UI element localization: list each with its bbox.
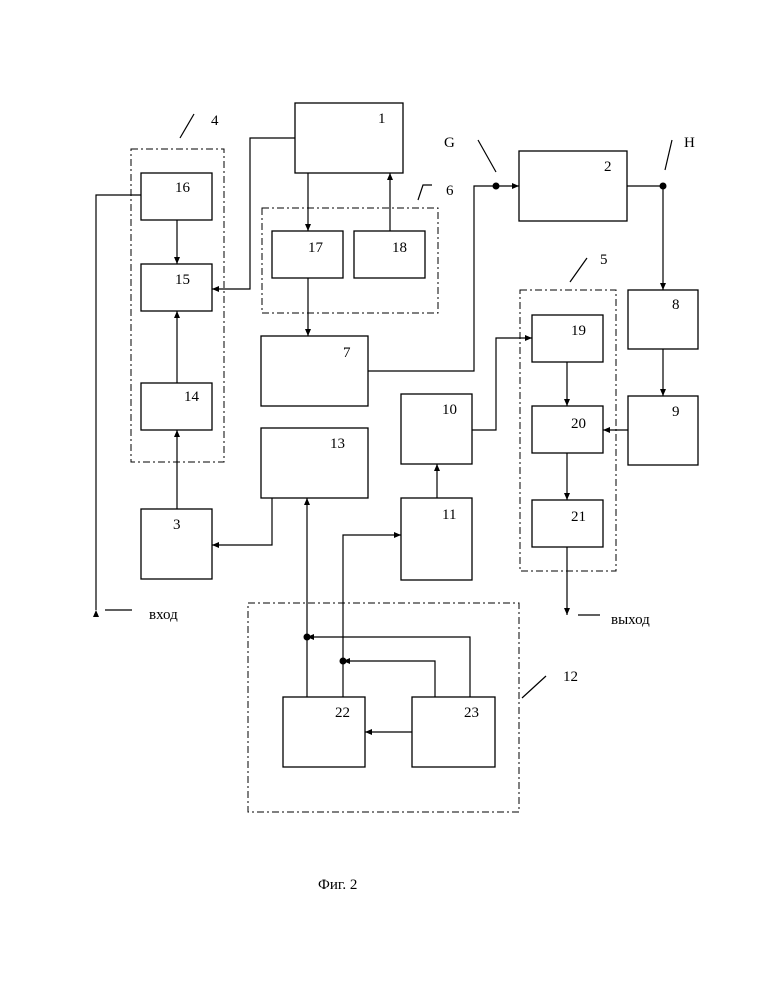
block-14-label: 14 (184, 389, 200, 405)
block-22-label: 22 (335, 705, 350, 721)
block-8 (628, 290, 698, 349)
node-g-leader (478, 140, 496, 172)
conn-2-8 (627, 186, 663, 290)
node-g-dot (493, 183, 500, 190)
block-19-label: 19 (571, 323, 586, 339)
block-1 (295, 103, 403, 173)
conn-22-11 (343, 535, 401, 697)
block-9-label: 9 (672, 404, 680, 420)
node-h-dot (660, 183, 667, 190)
conn-23-node-a (307, 637, 470, 697)
block-3-label: 3 (173, 517, 181, 533)
group-12-label: 12 (563, 669, 578, 685)
block-11 (401, 498, 472, 580)
block-18-label: 18 (392, 240, 407, 256)
group-5-leader (570, 258, 587, 282)
block-17-label: 17 (308, 240, 324, 256)
node-b-dot (340, 658, 347, 665)
block-1-label: 1 (378, 111, 386, 127)
conn-23-node-b (343, 661, 435, 697)
conn-13-3 (212, 498, 272, 545)
node-a-dot (304, 634, 311, 641)
block-20 (532, 406, 603, 453)
block-19 (532, 315, 603, 362)
block-8-label: 8 (672, 297, 680, 313)
group-6-leader (418, 185, 432, 200)
block-14 (141, 383, 212, 430)
block-23-label: 23 (464, 705, 479, 721)
input-line (96, 195, 141, 610)
block-10 (401, 394, 472, 464)
block-2-label: 2 (604, 159, 612, 175)
block-15-label: 15 (175, 272, 190, 288)
group-6-label: 6 (446, 183, 454, 199)
node-h-leader (665, 140, 672, 170)
group-5-label: 5 (600, 252, 608, 268)
block-18 (354, 231, 425, 278)
group-12-leader (522, 676, 546, 698)
conn-10-19 (472, 338, 532, 430)
block-21 (532, 500, 603, 547)
block-9 (628, 396, 698, 465)
block-13 (261, 428, 368, 498)
block-21-label: 21 (571, 509, 586, 525)
block-7 (261, 336, 368, 406)
figure-caption: Фиг. 2 (318, 877, 357, 893)
group-4-leader (180, 114, 194, 138)
block-7-label: 7 (343, 345, 351, 361)
block-23 (412, 697, 495, 767)
block-13-label: 13 (330, 436, 345, 452)
output-label: выход (611, 612, 650, 628)
block-22 (283, 697, 365, 767)
block-20-label: 20 (571, 416, 586, 432)
block-10-label: 10 (442, 402, 457, 418)
block-11-label: 11 (442, 507, 456, 523)
node-g-label: G (444, 135, 455, 151)
block-16-label: 16 (175, 180, 191, 196)
group-4-label: 4 (211, 113, 219, 129)
node-h-label: H (684, 135, 695, 151)
input-label: вход (149, 607, 178, 623)
